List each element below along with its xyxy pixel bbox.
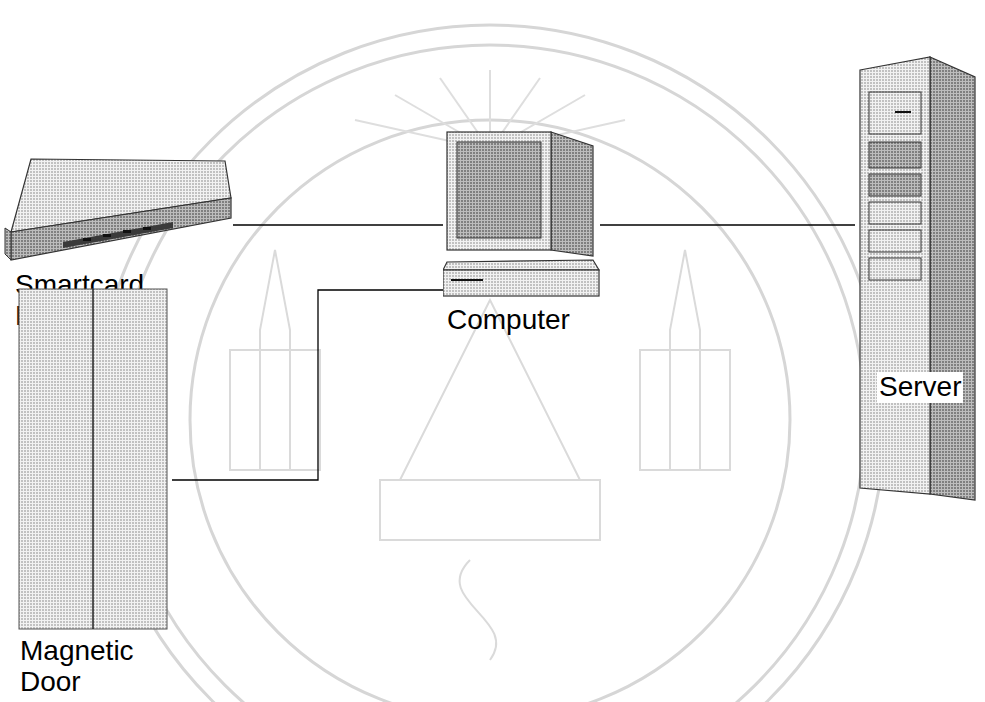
server-tower-icon xyxy=(855,52,980,502)
server-tower-node: Server xyxy=(855,52,980,502)
magnetic-door-node: Magnetic Door xyxy=(18,288,172,700)
cable-line xyxy=(233,224,443,225)
cable-line xyxy=(172,290,443,480)
node-label: Magnetic Door xyxy=(20,636,170,698)
node-label: Computer xyxy=(447,305,570,336)
computer-node: Computer xyxy=(443,128,600,338)
smartcard-reader-icon xyxy=(3,156,233,266)
computer-icon xyxy=(443,128,600,300)
node-label: Server xyxy=(877,372,963,403)
cable-line xyxy=(600,224,855,225)
magnetic-door-icon xyxy=(18,288,168,630)
